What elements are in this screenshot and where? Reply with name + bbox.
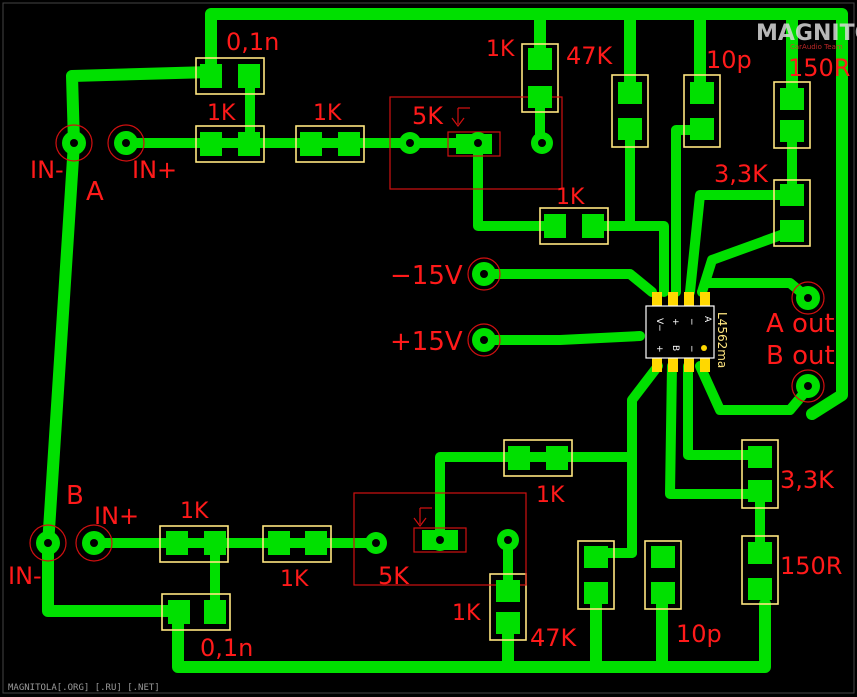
label-cap-bot-10p: 10p <box>676 620 722 648</box>
ic-pin-label-1: V− <box>654 318 664 332</box>
ic-pin-label-6: B <box>670 345 680 351</box>
ic-pin-label-2: + <box>670 318 680 326</box>
label-r-bot-1k-v: 1K <box>452 601 481 626</box>
label-a-out: A out <box>766 309 835 339</box>
label-pot-bot: 5K <box>378 562 410 590</box>
label-minus15v: −15V <box>390 261 463 291</box>
silk-33-bot <box>741 439 779 509</box>
track-bottom-bus <box>172 598 771 673</box>
silk-47k-bot <box>577 540 615 610</box>
ic-pin-label-4: A <box>702 316 712 323</box>
track-plus15 <box>479 331 645 345</box>
label-cap-top: 0,1n <box>226 28 279 56</box>
silk-pot-bot <box>353 492 527 586</box>
silk-33-top <box>773 179 811 247</box>
label-in-plus-b: IN+ <box>94 502 139 530</box>
label-r-top-fb: 1K <box>556 185 585 210</box>
silk-pot-top-body <box>447 131 501 157</box>
label-r-top-150: 150R <box>788 54 850 82</box>
label-r-bot-33: 3,3K <box>780 466 835 494</box>
silk-pot-top <box>389 96 563 190</box>
track-pot-a <box>405 138 560 231</box>
silk-fb-top <box>539 207 609 245</box>
label-pot-top: 5K <box>412 102 444 130</box>
track-minus15 <box>479 269 657 297</box>
track-33k-a <box>685 190 797 297</box>
label-r-bot-2: 1K <box>280 567 309 592</box>
label-plus15v: +15V <box>390 327 463 357</box>
silk-cap-bot <box>161 593 231 631</box>
label-r-top-33: 3,3K <box>714 160 769 188</box>
silk-pot-bot-body <box>413 527 467 553</box>
pot-bot-wiper-arrow <box>413 507 432 527</box>
silk-r-bot-1 <box>159 525 229 563</box>
label-cap-bot: 0,1n <box>200 634 253 662</box>
track-fb-a <box>590 221 669 297</box>
label-b-out: B out <box>766 341 835 371</box>
silk-10p-top <box>683 74 721 148</box>
logo-subtext: CarAudio Team <box>790 43 843 51</box>
ic-part-name: L4562ma <box>715 312 729 368</box>
silk-1k-bot-v <box>489 573 527 641</box>
track-ic-b-mid <box>665 361 765 499</box>
label-r-top-3: 1K <box>486 37 515 62</box>
silk-r-top-1 <box>195 125 265 163</box>
label-r-top-4: 47K <box>566 42 614 70</box>
track-left-vertical <box>42 137 186 617</box>
silk-r-top-2 <box>295 125 365 163</box>
magnitola-logo: MAGNITOLA CarAudio Team <box>756 21 857 51</box>
label-r-top-2: 1K <box>313 101 342 126</box>
silk-fb-bot <box>503 439 573 477</box>
logo-text: MAGNITOLA <box>756 21 857 46</box>
silk-cap-top <box>195 57 265 95</box>
label-channel-b: B <box>66 481 84 511</box>
label-r-bot-1: 1K <box>180 499 209 524</box>
label-cap-top-10p: 10p <box>706 46 752 74</box>
silk-150-bot <box>741 535 779 605</box>
label-in-minus-a: IN- <box>30 156 64 184</box>
label-r-top-1: 1K <box>207 101 236 126</box>
silk-47k-top <box>521 43 559 113</box>
track-ic-b-33 <box>683 361 765 460</box>
track-top-bus <box>205 8 848 420</box>
label-r-bot-fb: 1K <box>536 483 565 508</box>
component-labels: 0,1n 1K 1K 1K 47K 10p 150R 5K 1K 3,3K IN… <box>8 28 850 662</box>
silk-10p-bot <box>644 540 682 610</box>
ic-l4562ma: V− + − A + B − L4562ma <box>645 292 729 372</box>
silk-150-top <box>773 81 811 149</box>
label-r-bot-47: 47K <box>530 624 578 652</box>
label-channel-a: A <box>86 177 104 207</box>
silk-10p-left-top <box>611 74 649 148</box>
track-in-minus-a <box>66 66 217 149</box>
ic-pin-label-7: − <box>686 345 696 353</box>
label-r-bot-150: 150R <box>780 552 842 580</box>
silkscreen <box>159 43 811 641</box>
label-in-plus-a: IN+ <box>132 156 177 184</box>
ic-pin-label-3: − <box>686 318 696 326</box>
ic-pin-label-5: + <box>654 345 664 353</box>
silk-r-bot-2 <box>262 525 332 563</box>
track-ic-b-left <box>627 361 663 558</box>
footer-watermark: MAGNITOLA[.ORG] [.RU] [.NET] <box>8 683 160 693</box>
pot-top-wiper-arrow <box>451 107 470 127</box>
through-hole-pads <box>29 124 825 562</box>
label-in-minus-b: IN- <box>8 562 42 590</box>
track-b-out <box>695 361 815 415</box>
track-a-out <box>703 278 813 303</box>
copper-tracks <box>42 8 848 673</box>
